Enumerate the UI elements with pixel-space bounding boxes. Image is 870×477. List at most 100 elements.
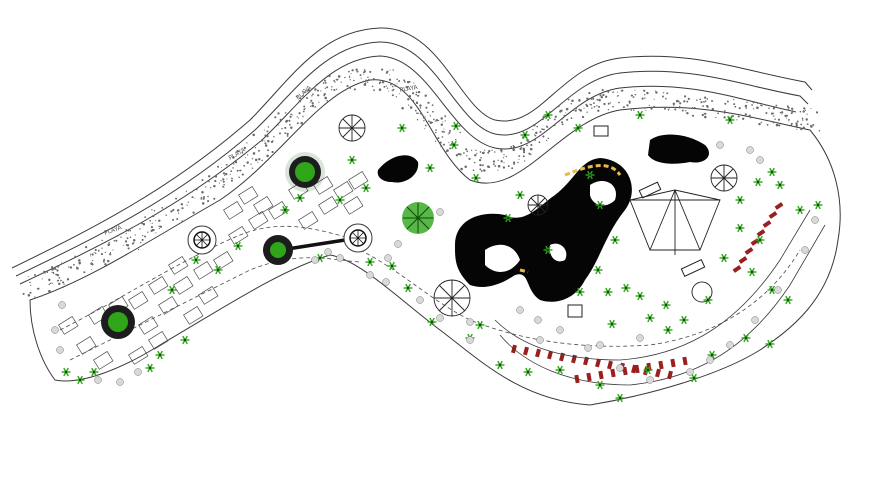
vegetation-dot xyxy=(281,127,283,130)
vegetation-dot xyxy=(538,141,541,144)
vegetation-dot xyxy=(389,74,391,76)
vegetation-dot xyxy=(665,97,667,100)
vegetation-dot xyxy=(367,78,370,81)
vegetation-dot xyxy=(541,118,544,121)
vegetation-dot xyxy=(483,169,485,171)
shrub xyxy=(394,240,402,248)
vegetation-dot xyxy=(395,96,397,98)
vegetation-dot xyxy=(318,101,320,103)
vegetation-dot xyxy=(520,146,523,149)
vegetation-dot xyxy=(416,101,418,104)
vegetation-dot xyxy=(691,114,695,117)
vegetation-dot xyxy=(214,175,218,178)
lot xyxy=(348,171,369,190)
vegetation-dot xyxy=(180,203,184,206)
vegetation-dot xyxy=(494,165,497,167)
vegetation-dot xyxy=(693,106,696,109)
vegetation-dot xyxy=(230,179,233,182)
vegetation-dot xyxy=(419,104,422,107)
vegetation-dot xyxy=(586,111,588,113)
parking-aisle xyxy=(494,209,811,361)
vegetation-dot xyxy=(810,107,812,110)
vegetation-dot xyxy=(337,78,339,81)
vegetation-dot xyxy=(218,182,220,184)
shrub xyxy=(636,334,644,342)
vegetation-dot xyxy=(429,115,432,117)
vegetation-dot xyxy=(101,239,103,242)
vegetation-dot xyxy=(449,147,452,150)
vegetation-dot xyxy=(419,107,422,109)
vegetation-dot xyxy=(784,114,787,118)
vegetation-dot xyxy=(186,204,188,206)
vegetation-dot xyxy=(464,165,467,168)
parking-stall xyxy=(774,202,784,210)
vegetation-dot xyxy=(479,163,482,167)
vegetation-dot xyxy=(78,259,81,262)
vegetation-dot xyxy=(392,69,394,71)
palm-tree xyxy=(427,317,437,327)
vegetation-dot xyxy=(405,85,409,89)
vegetation-dot xyxy=(372,78,375,80)
vegetation-dot xyxy=(653,98,655,100)
palm-tree xyxy=(735,195,745,205)
vegetation-dot xyxy=(416,118,419,121)
vegetation-dot xyxy=(733,103,736,106)
vegetation-dot xyxy=(529,147,533,151)
vegetation-dot xyxy=(48,289,51,293)
palm-tree xyxy=(155,350,165,360)
shrub xyxy=(516,306,524,314)
vegetation-dot xyxy=(303,105,306,108)
vegetation-dot xyxy=(424,128,426,130)
vegetation-dot xyxy=(799,110,802,113)
vegetation-dot xyxy=(200,198,203,200)
vegetation-dot xyxy=(267,139,270,143)
vegetation-dot xyxy=(682,109,684,112)
vegetation-dot xyxy=(565,112,567,114)
vegetation-dot xyxy=(426,111,429,114)
lot xyxy=(223,201,244,220)
vegetation-dot xyxy=(686,111,689,115)
vegetation-dot xyxy=(102,259,105,262)
vegetation-dot xyxy=(346,85,349,88)
vegetation-dot xyxy=(201,190,204,194)
vegetation-dot xyxy=(56,265,60,268)
vegetation-dot xyxy=(141,222,144,225)
shrub xyxy=(56,346,64,354)
vegetation-dot xyxy=(431,104,434,106)
vegetation-dot xyxy=(103,258,106,261)
vegetation-dot xyxy=(94,252,97,254)
vegetation-dot xyxy=(678,105,681,108)
pool-deck xyxy=(519,164,622,274)
vegetation-dot xyxy=(535,131,538,135)
vegetation-dot xyxy=(238,176,240,178)
vegetation-dot xyxy=(41,294,44,297)
vegetation-dot xyxy=(480,156,482,159)
vegetation-dot xyxy=(172,208,175,212)
shrub xyxy=(716,141,724,149)
parking-stall xyxy=(595,358,601,368)
vegetation-dot xyxy=(113,239,116,242)
palm-tree xyxy=(543,245,553,255)
vegetation-dot xyxy=(49,282,52,285)
vegetation-dot xyxy=(408,94,412,98)
vegetation-dot xyxy=(165,214,167,216)
palm-tree xyxy=(741,333,751,343)
vegetation-dot xyxy=(440,123,444,126)
vegetation-dot xyxy=(706,98,709,100)
vegetation-dot xyxy=(127,229,130,232)
vegetation-dot xyxy=(398,80,400,82)
vegetation-dot xyxy=(200,196,203,199)
palm-tree xyxy=(595,200,605,210)
shrub xyxy=(94,376,102,384)
vegetation-dot xyxy=(553,118,556,121)
vegetation-dot xyxy=(752,108,755,110)
kiosk-east xyxy=(638,181,662,199)
lot xyxy=(253,196,274,215)
tree-cluster-central xyxy=(263,235,293,265)
palm-tree xyxy=(585,170,595,180)
vegetation-dot xyxy=(314,106,316,108)
vegetation-dot xyxy=(429,121,433,124)
palm-tree xyxy=(515,190,525,200)
vegetation-dot xyxy=(510,145,513,148)
vegetation-dot xyxy=(378,82,381,85)
